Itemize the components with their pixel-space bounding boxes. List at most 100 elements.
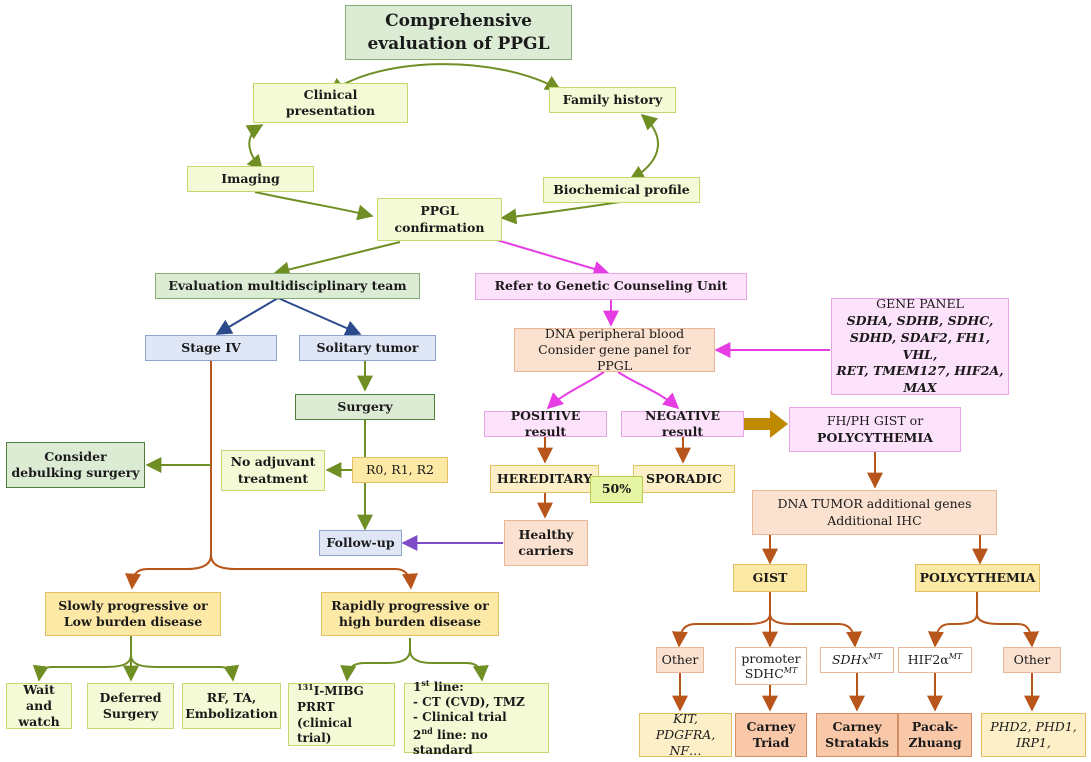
phd-line1: PHD2, PHD1, (990, 718, 1077, 734)
kit-line1: KIT, PDGFRA, (655, 710, 716, 742)
followup-label: Follow-up (326, 534, 395, 550)
phd-line2: IRP1, (1016, 735, 1051, 750)
debulk-line1: Consider (44, 448, 107, 464)
arrow-imaging-clinical (245, 124, 264, 172)
tumor-line1: DNA TUMOR additional genes (777, 496, 972, 512)
multidisciplinary-team-box: Evaluation multidisciplinary team (155, 273, 420, 299)
fifty-label: 50% (601, 481, 632, 497)
dna-line2: Consider gene panel for PPGL (538, 341, 691, 374)
debulking-surgery-box: Consider debulking surgery (6, 442, 145, 488)
hereditary-label: HEREDITARY (496, 470, 593, 486)
no-adjuvant-box: No adjuvant treatment (221, 450, 325, 491)
hif2a-box: HIF2αMT (898, 647, 972, 673)
sdhx-box: SDHxMT (820, 647, 894, 673)
line-stage4-trunk (210, 361, 418, 590)
promoter-line1: promoter (741, 650, 801, 666)
first-line-box: 1st line: - CT (CVD), TMZ - Clinical tri… (404, 678, 549, 757)
stage4-label: Stage IV (181, 339, 241, 355)
poly-label: POLYCYTHEMIA (919, 569, 1036, 585)
arrow-negative-fhph (740, 410, 788, 438)
arrow-team-solitary (277, 297, 362, 336)
firstline-item2: - Clinical trial (413, 710, 507, 725)
solitary-tumor-box: Solitary tumor (299, 335, 436, 361)
arrow-rapid-mibg (340, 638, 411, 682)
tumor-line2: Additional IHC (827, 512, 922, 528)
arrow-poly-hif (927, 592, 978, 648)
gist-label: GIST (752, 569, 788, 585)
wait-line1: Wait and (23, 681, 55, 713)
line-stage4-slow (125, 554, 212, 590)
title-line1: Comprehensive (385, 11, 532, 32)
negative-result-box: NEGATIVE result (621, 408, 744, 439)
clinical-line2: presentation (285, 103, 376, 118)
family-history-box: Family history (549, 87, 676, 113)
pacak-line1: Pacak- (911, 718, 959, 734)
arrow-gist-sdhx (769, 613, 863, 648)
gene-panel-box: GENE PANEL SDHA, SDHB, SDHC, SDHD, SDAF2… (831, 295, 1009, 396)
surgery-label: Surgery (337, 398, 393, 414)
gist-box: GIST (733, 564, 807, 592)
panel-line2: SDHD, SDAF2, FH1, VHL, (849, 329, 991, 362)
hif-label: HIF2αMT (907, 651, 963, 667)
clinical-presentation-box: Clinical presentation (253, 83, 408, 123)
other1-label: Other (661, 651, 699, 667)
arrow-dna-positive (546, 371, 605, 410)
positive-label: POSITIVE result (510, 407, 581, 439)
sdhx-label: SDHxMT (831, 651, 883, 667)
carriers-line2: carriers (518, 543, 574, 558)
pacak-zhuang-box: Pacak- Zhuang (898, 713, 972, 757)
carney-stratakis-box: Carney Stratakis (816, 713, 898, 757)
sporadic-label: SPORADIC (645, 470, 723, 486)
family-label: Family history (562, 91, 663, 107)
resection-box: R0, R1, R2 (352, 457, 448, 483)
follow-up-box: Follow-up (319, 530, 402, 556)
clinical-line1: Clinical (303, 86, 358, 102)
wait-line2: watch (18, 714, 60, 730)
deferred-line2: Surgery (102, 706, 159, 721)
deferred-line1: Deferred (99, 689, 162, 705)
triad-line2: Triad (752, 735, 790, 750)
mibg-line3: trial) (297, 731, 332, 746)
firstline-item1: - CT (CVD), TMZ (413, 694, 525, 709)
fh-ph-gist-box: FH/PH GIST or POLYCYTHEMIA (789, 407, 961, 452)
stratakis-line2: Stratakis (825, 735, 889, 750)
refer-label: Refer to Genetic Counseling Unit (494, 278, 728, 294)
rapidly-progressive-box: Rapidly progressive or high burden disea… (321, 592, 499, 636)
diagram-title: Comprehensive evaluation of PPGL (345, 5, 572, 60)
rf-ta-embolization-box: RF, TA, Embolization (182, 683, 281, 729)
stratakis-line1: Carney (832, 718, 882, 734)
other2-label: Other (1013, 651, 1051, 667)
slowly-progressive-box: Slowly progressive or Low burden disease (45, 592, 221, 636)
arrow-dna-negative (617, 371, 680, 410)
negative-label: NEGATIVE result (644, 407, 721, 439)
dna-peripheral-box: DNA peripheral blood Consider gene panel… (514, 326, 715, 374)
fifty-percent-badge: 50% (590, 476, 643, 503)
slow-line2: Low burden disease (63, 614, 203, 629)
ppgl-confirmation-box: PPGL confirmation (377, 198, 502, 241)
arrow-rapid-firstline (409, 649, 489, 682)
noadj-line1: No adjuvant (230, 454, 316, 470)
arrow-biochem-confirm (500, 201, 621, 225)
confirm-line1: PPGL (420, 203, 459, 219)
wait-watch-box: Wait and watch (6, 681, 72, 730)
firstline-head: 1st line: (413, 677, 464, 694)
dna-tumor-box: DNA TUMOR additional genes Additional IH… (752, 490, 997, 535)
team-label: Evaluation multidisciplinary team (168, 277, 407, 293)
rapid-line1: Rapidly progressive or (331, 597, 489, 613)
panel-title: GENE PANEL (876, 295, 964, 311)
kit-genes-box: KIT, PDGFRA, NF… (639, 710, 732, 758)
resection-label: R0, R1, R2 (366, 461, 434, 477)
panel-line1: SDHA, SDHB, SDHC, (846, 312, 994, 328)
solitary-label: Solitary tumor (316, 339, 419, 355)
panel-line4: MAX (903, 380, 937, 396)
sporadic-box: SPORADIC (633, 465, 735, 493)
genetic-counseling-box: Refer to Genetic Counseling Unit (475, 273, 747, 300)
arrow-confirm-team (273, 241, 401, 278)
fhph-line1: FH/PH GIST or (826, 413, 924, 429)
imaging-label: Imaging (221, 170, 280, 186)
panel-line3: RET, TMEM127, HIF2A, (836, 363, 1004, 379)
arrow-family-biochem (628, 113, 659, 181)
rf-line2: Embolization (185, 706, 278, 721)
arrow-slow-wait (32, 636, 132, 682)
